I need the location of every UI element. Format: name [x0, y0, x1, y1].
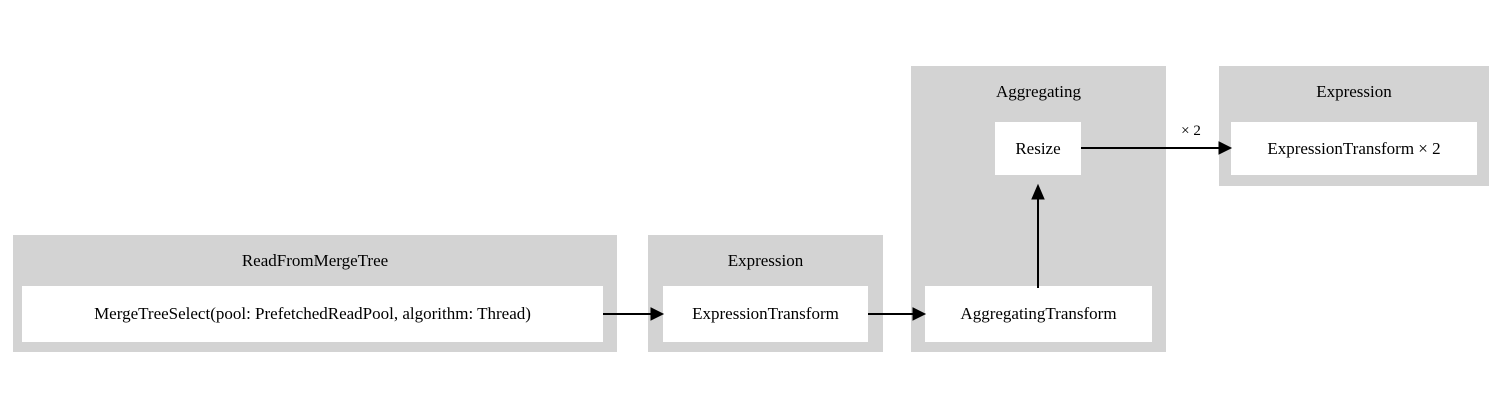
edge-resize-to-expression2: [1081, 141, 1233, 155]
node-expression-transform-x2[interactable]: ExpressionTransform × 2: [1231, 122, 1477, 175]
cluster-label-aggregating: Aggregating: [996, 82, 1081, 101]
node-merge-tree-select[interactable]: MergeTreeSelect(pool: PrefetchedReadPool…: [22, 286, 603, 342]
node-aggregating-transform[interactable]: AggregatingTransform: [925, 286, 1152, 342]
node-label-aggregating-transform: AggregatingTransform: [960, 304, 1117, 323]
cluster-label-expression-1: Expression: [727, 251, 804, 270]
cluster-label-read-from-merge-tree: ReadFromMergeTree: [241, 251, 389, 270]
node-expression-transform[interactable]: ExpressionTransform: [663, 286, 868, 342]
node-label-resize: Resize: [1015, 138, 1061, 158]
edge-expression-to-aggregating: [868, 307, 927, 321]
edge-aggregating-to-resize: [1031, 183, 1045, 288]
cluster-label-expression-2: Expression: [1316, 82, 1392, 101]
node-label-expression-transform-x2: ExpressionTransform × 2: [1267, 138, 1441, 158]
node-label-merge-tree-select: MergeTreeSelect(pool: PrefetchedReadPool…: [94, 304, 531, 323]
edge-select-to-expression: [603, 307, 665, 321]
node-label-expression-transform: ExpressionTransform: [692, 304, 839, 323]
edge-label-resize-to-expression2: × 2: [1181, 123, 1201, 139]
node-resize[interactable]: Resize: [995, 122, 1081, 175]
